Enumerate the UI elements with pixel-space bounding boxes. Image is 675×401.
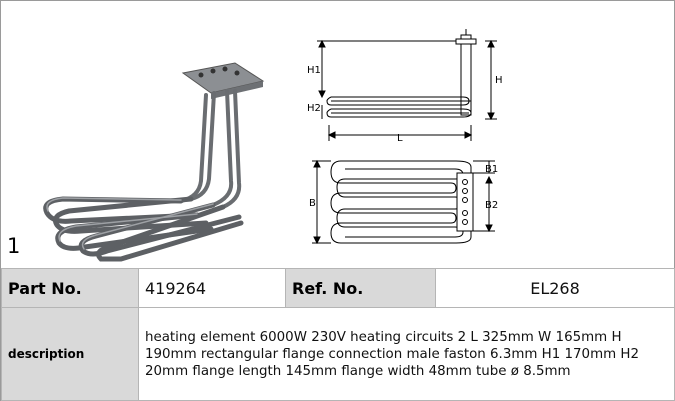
dim-label-b1: B1 [485, 164, 498, 175]
product-drawing: H1 H H2 L [43, 29, 503, 262]
ref-no-value: EL268 [435, 268, 675, 308]
dim-label-h2: H2 [307, 103, 321, 114]
description-value: heating element 6000W 230V heating circu… [138, 307, 675, 401]
part-no-value: 419264 [138, 268, 286, 308]
top-view-labels: B B1 B2 [309, 164, 498, 211]
dim-label-h1: H1 [307, 65, 321, 76]
figure-index-number: 1 [7, 234, 21, 258]
table-row-ids: Part No. 419264 Ref. No. EL268 [1, 268, 675, 308]
dim-label-b: B [309, 198, 316, 209]
dim-label-b2: B2 [485, 200, 498, 211]
part-no-label: Part No. [1, 268, 139, 308]
side-view-labels: H1 H H2 L [307, 65, 503, 144]
dim-label-h: H [495, 75, 503, 86]
ref-no-label: Ref. No. [285, 268, 436, 308]
top-view-drawing [312, 159, 495, 245]
dim-label-l: L [397, 133, 403, 144]
table-row-description: description heating element 6000W 230V h… [1, 307, 675, 401]
side-view-drawing [317, 29, 497, 141]
product-info-table: Part No. 419264 Ref. No. EL268 descripti… [1, 268, 675, 401]
description-label: description [1, 307, 139, 401]
product-figure: H1 H H2 L [1, 1, 674, 268]
heating-element-photo [43, 62, 265, 262]
